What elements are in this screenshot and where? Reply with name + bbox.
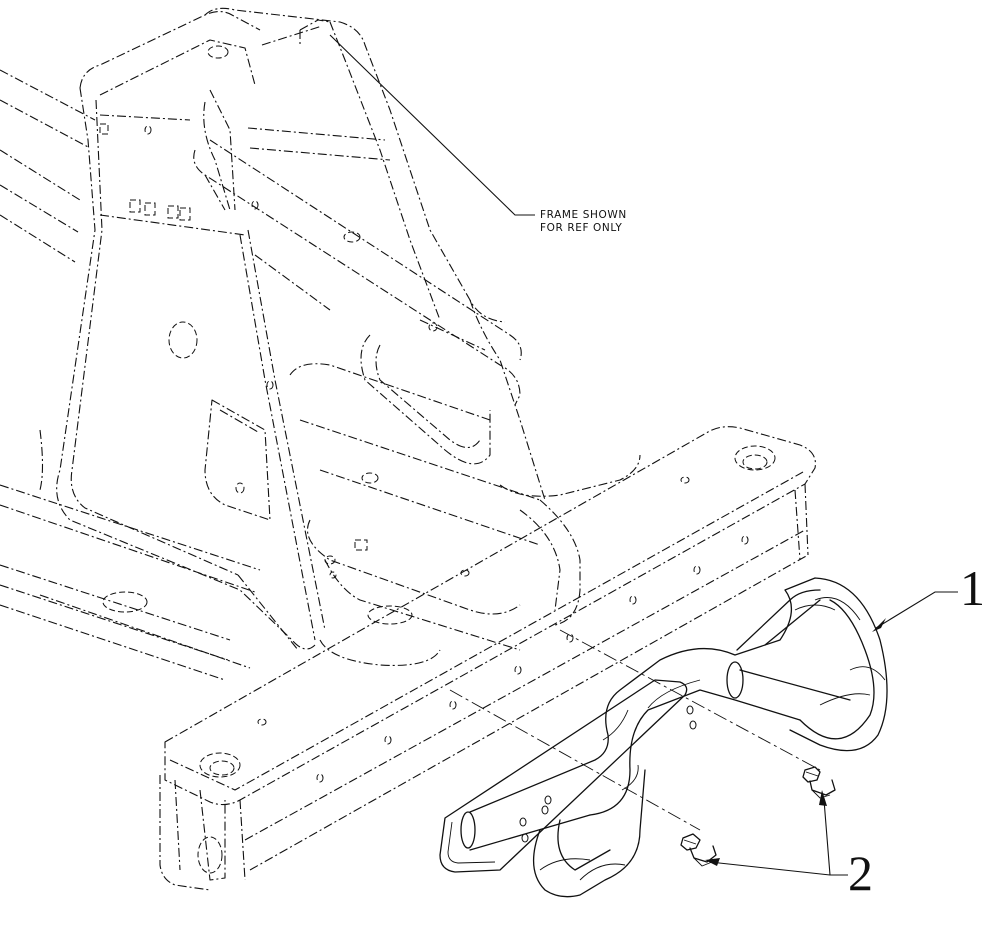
frame-note-line2: FOR REF ONLY <box>540 222 622 234</box>
frame-note-line1: FRAME SHOWN <box>540 209 627 221</box>
bolt-upper <box>802 766 836 799</box>
flange-bolts-part-2 <box>680 766 836 867</box>
leader-lines <box>329 34 958 876</box>
hitch-crossmember <box>159 426 816 891</box>
callout-2: 2 <box>848 845 873 901</box>
step-bar-part-1 <box>439 577 888 898</box>
callout-1: 1 <box>960 560 985 616</box>
assembly-centerlines <box>449 629 821 831</box>
frame-reference <box>0 7 641 681</box>
bolt-lower <box>680 833 717 867</box>
